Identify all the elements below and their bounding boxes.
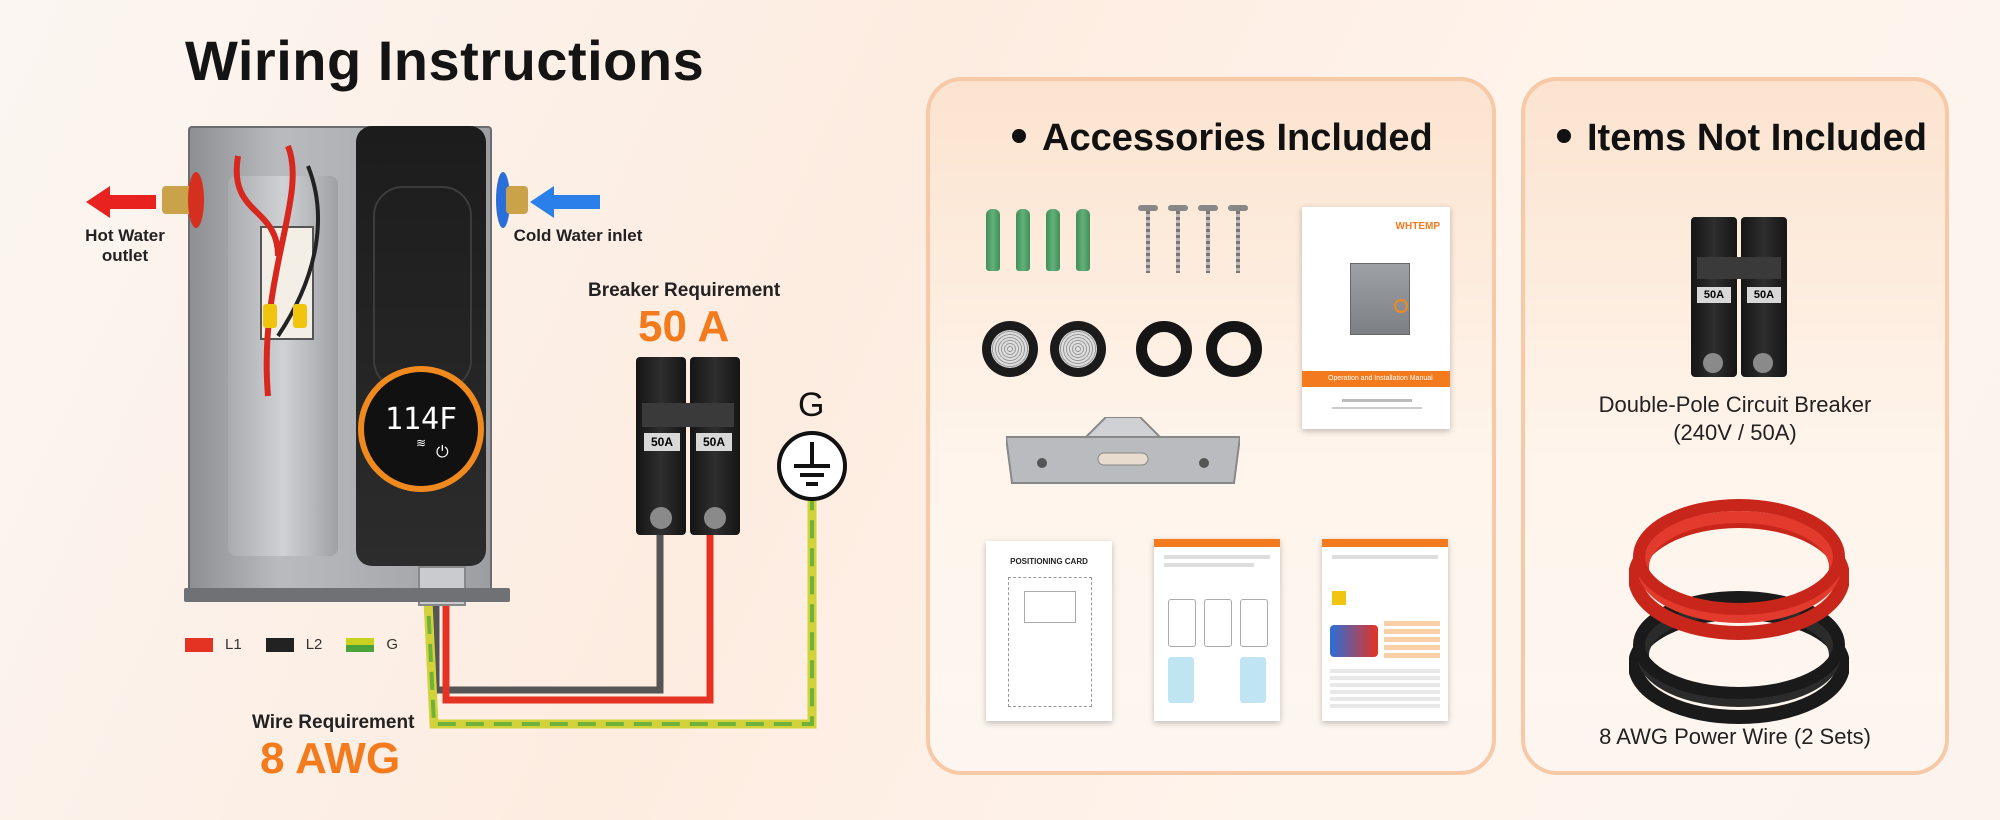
accessories-title: Accessories Included: [1012, 117, 1433, 160]
ground-label: G: [798, 386, 825, 424]
legend-label-l2: L2: [305, 636, 323, 653]
manual-brand: WHTEMP: [1395, 221, 1440, 232]
operation-manual: WHTEMP Operation and Installation Manual: [1302, 207, 1450, 429]
wire-requirement-value: 8 AWG: [260, 734, 401, 783]
wifi-icon: ≋: [416, 436, 427, 450]
breaker-pole-b-label: 50A: [696, 433, 732, 451]
breaker-pole-a-label: 50A: [1697, 287, 1731, 303]
breaker-device: 50A 50A: [636, 357, 740, 535]
legend-swatch-g: [346, 637, 375, 652]
bullet-icon: [1557, 128, 1571, 143]
bullet-icon: [1012, 128, 1026, 143]
wire-l2: [432, 520, 664, 694]
power-icon: ⏻: [436, 444, 449, 461]
cold-water-label: Cold Water inlet: [513, 226, 643, 245]
wiring-diagram: [421, 498, 817, 729]
water-heater-unit: 114F ⏻ ≋: [188, 126, 508, 606]
temperature-display: 114F ⏻ ≋: [358, 366, 484, 492]
page-title: Wiring Instructions: [185, 29, 705, 92]
manual-banner: Operation and Installation Manual: [1302, 371, 1450, 387]
sizing-guide-sheet: [1322, 539, 1448, 721]
rubber-washers: [1136, 321, 1262, 377]
legend-swatch-l2: [265, 637, 294, 652]
filter-washers: [982, 321, 1106, 377]
positioning-card: POSITIONING CARD: [986, 541, 1112, 721]
breaker-pole-a-label: 50A: [644, 433, 680, 451]
hot-water-label: Hot Water outlet: [85, 226, 165, 265]
legend-label-g: G: [386, 636, 399, 653]
breaker-requirement-label: Breaker Requirement: [588, 280, 781, 301]
ground-icon: [777, 431, 847, 501]
screws: [1138, 205, 1248, 275]
breaker-caption-line2: (240V / 50A): [1673, 420, 1797, 445]
mounting-plate: [184, 588, 510, 602]
not-included-panel: Items Not Included 50A 50A Double-Pole C…: [1521, 77, 1949, 775]
wall-anchors: [986, 209, 1090, 271]
hot-outlet-arrow-icon: [86, 186, 156, 218]
legend-label-l1: L1: [225, 636, 242, 653]
legend-swatch-l1: [185, 637, 213, 652]
power-wire-coils: [1629, 499, 1849, 724]
hot-water-cap: [188, 172, 204, 228]
wifi-instruction-sheet: [1154, 539, 1280, 721]
wire-requirement-label: Wire Requirement: [252, 712, 415, 733]
accessories-panel: Accessories Included WHTEMP Operation an…: [926, 77, 1496, 775]
breaker-requirement-value: 50 A: [638, 302, 730, 351]
circuit-breaker-image: 50A 50A: [1691, 217, 1787, 377]
wire-caption: 8 AWG Power Wire (2 Sets): [1599, 724, 1871, 749]
cold-inlet-arrow-icon: [530, 186, 600, 218]
wire-l1: [442, 520, 714, 704]
cold-water-fitting: [506, 186, 528, 214]
breaker-caption-line1: Double-Pole Circuit Breaker: [1598, 392, 1872, 417]
display-temp: 114F: [384, 402, 458, 437]
not-included-title: Items Not Included: [1557, 117, 1927, 160]
breaker-pole-b-label: 50A: [1747, 287, 1781, 303]
wire-legend: L1 L2 G: [185, 636, 398, 653]
positioning-card-title: POSITIONING CARD: [1010, 557, 1088, 566]
mounting-bracket: [1006, 417, 1240, 484]
